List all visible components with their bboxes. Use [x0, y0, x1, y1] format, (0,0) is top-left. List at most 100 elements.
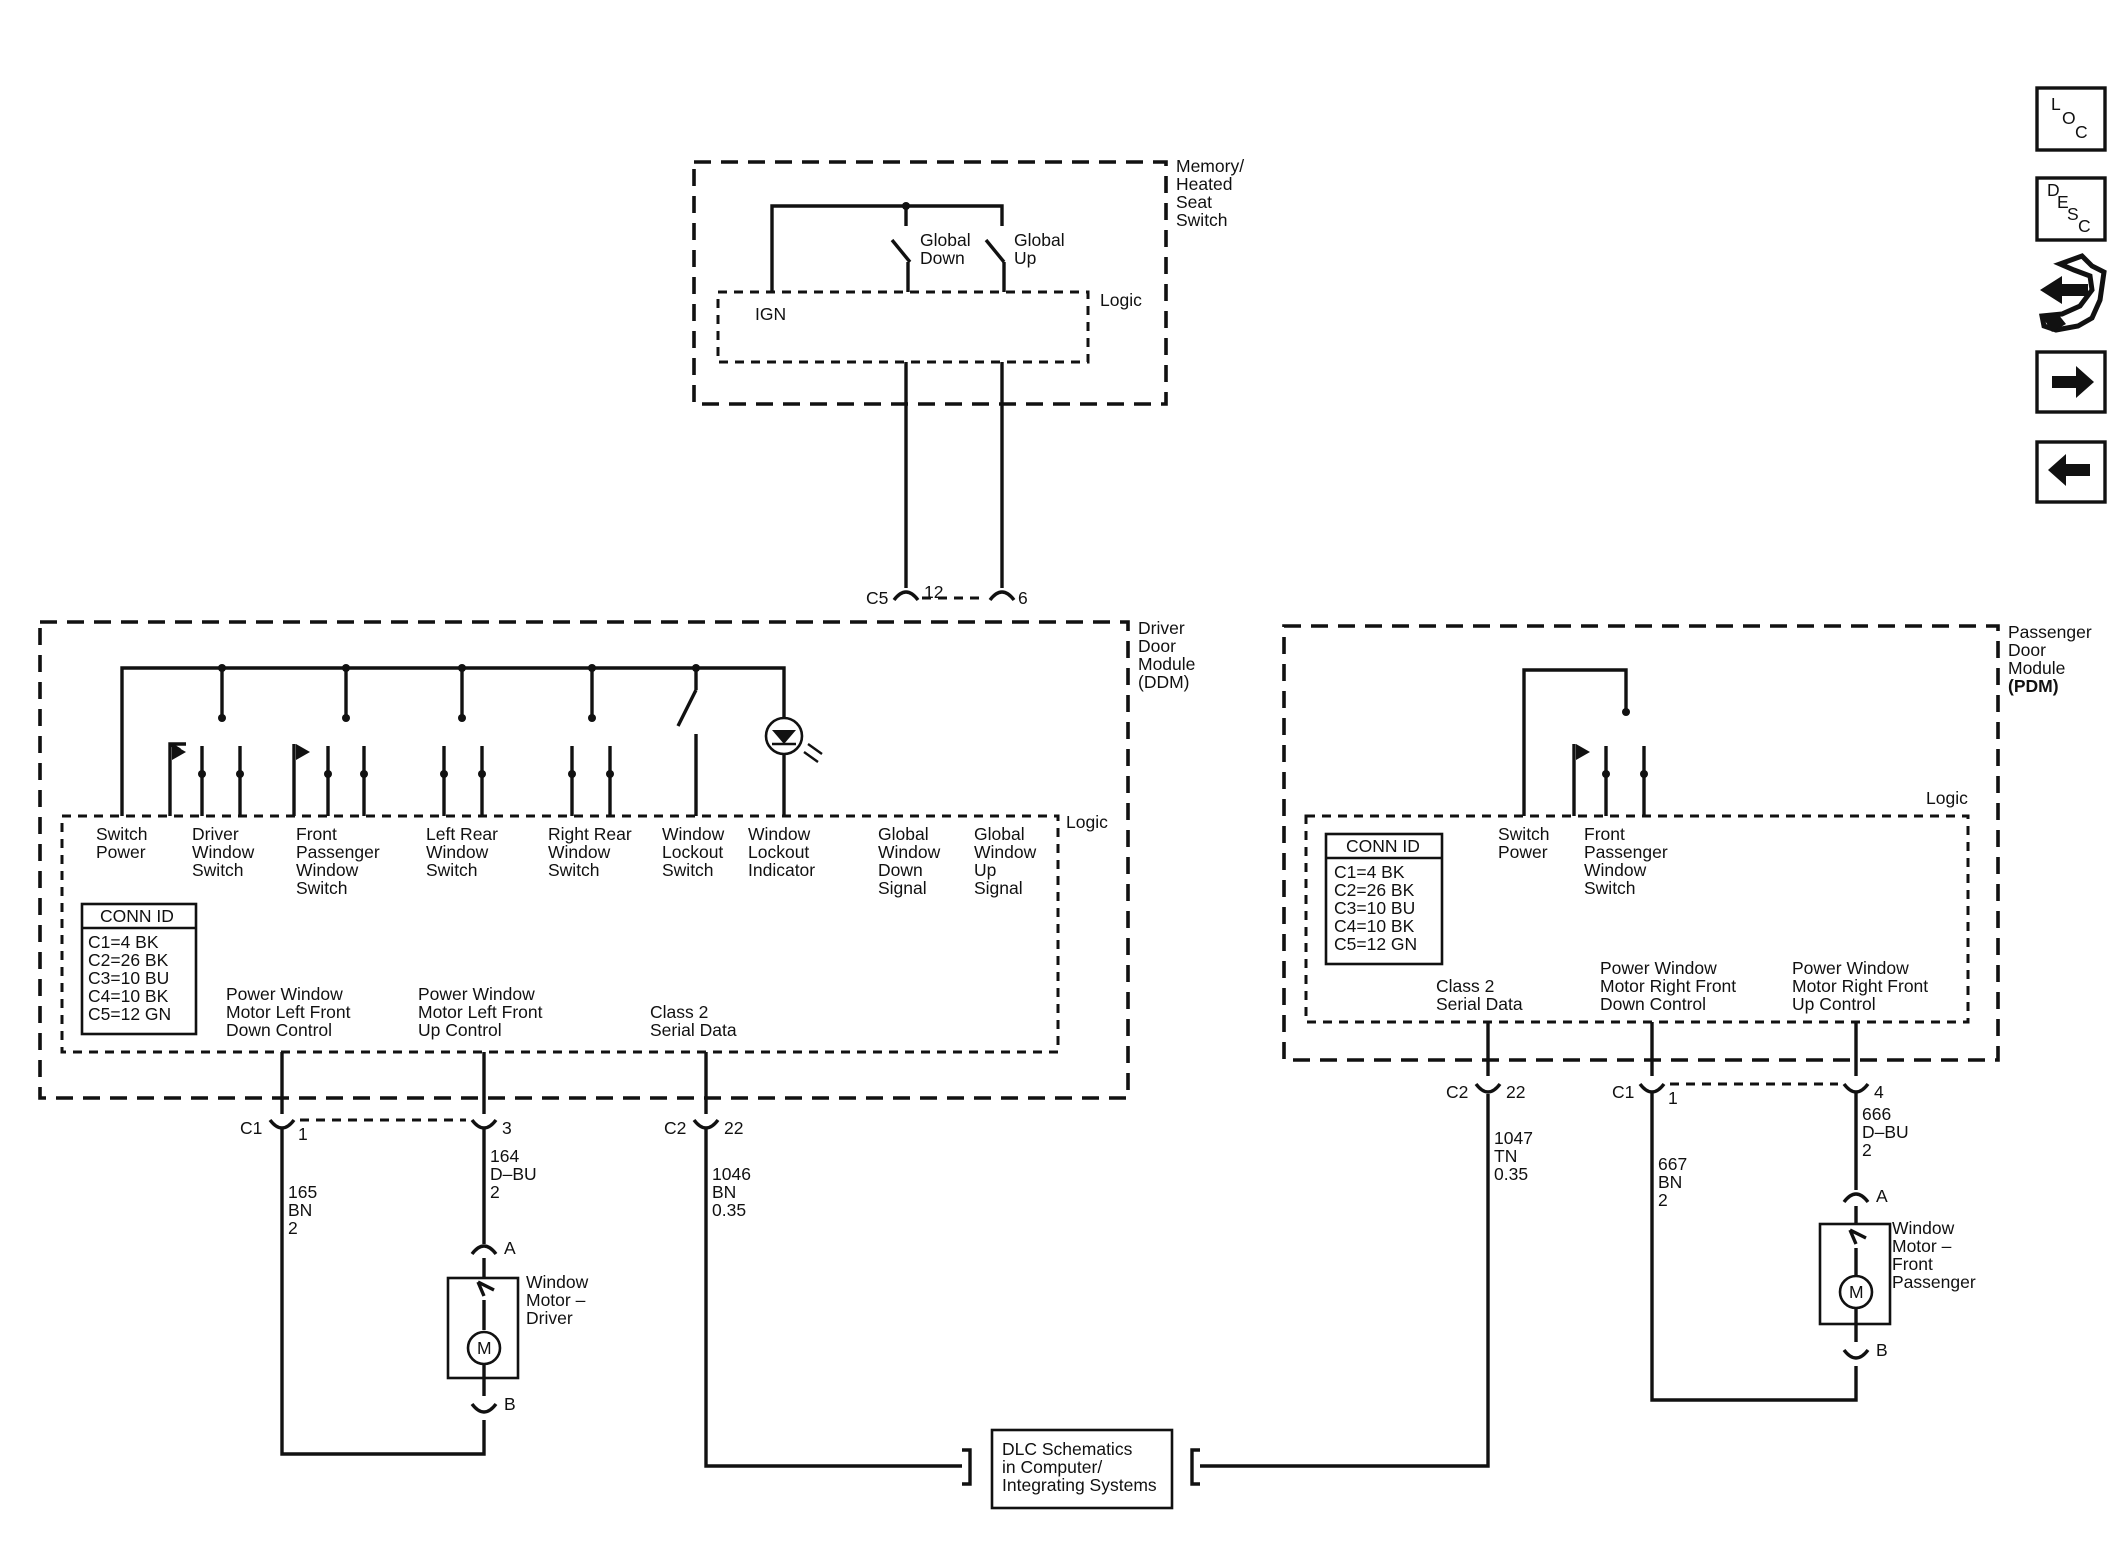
schematic-label: Front	[1584, 824, 1625, 844]
passenger-c2-label: C2	[1446, 1082, 1468, 1102]
schematic-label: C3=10 BU	[88, 968, 169, 988]
schematic-label: Power Window	[226, 984, 343, 1004]
schematic-label: Motor Right Front	[1600, 976, 1736, 996]
wire-666-gauge: 2	[1862, 1140, 1872, 1160]
schematic-label: C4=10 BK	[88, 986, 169, 1006]
schematic-label: Lockout	[748, 842, 809, 862]
schematic-label: Window	[974, 842, 1037, 862]
loc-letter-c: C	[2075, 122, 2088, 142]
window-motor-driver: A M B Window Motor – Driver	[446, 1238, 589, 1414]
pdm-output-label-rf-up: Power Window Motor Right Front Up Contro…	[1792, 958, 1928, 1014]
pdm-title-line: Module	[2008, 658, 2065, 678]
passenger-motor-title-line: Passenger	[1892, 1272, 1976, 1292]
schematic-label: Power	[1498, 842, 1548, 862]
ddm-input-label-window-lockout-indicator: Window Lockout Indicator	[748, 824, 815, 880]
ddm-boundary	[38, 620, 1130, 1100]
ddm-output-label-class2: Class 2 Serial Data	[650, 1002, 737, 1040]
pdm-boundary	[1282, 624, 2000, 1062]
schematic-label: Indicator	[748, 860, 815, 880]
wire-667-number: 667	[1658, 1154, 1687, 1174]
wire-164-gauge: 2	[490, 1182, 500, 1202]
desc-button[interactable]: D E S C	[2035, 176, 2107, 242]
pdm-input-label-front-passenger-window-switch: Front Passenger Window Switch	[1584, 824, 1668, 898]
schematic-label: Down	[878, 860, 923, 880]
loc-button[interactable]: L O C	[2035, 86, 2107, 152]
schematic-label: Motor Left Front	[418, 1002, 543, 1022]
pdm-title-line: (PDM)	[2008, 676, 2059, 696]
ddm-title-line: Door	[1138, 636, 1176, 656]
next-page-button[interactable]	[2035, 350, 2107, 414]
driver-c1-label: C1	[240, 1118, 262, 1138]
driver-motor-pin-b: B	[504, 1394, 516, 1414]
driver-c2-label: C2	[664, 1118, 686, 1138]
ddm-input-label-front-passenger-window-switch: Front Passenger Window Switch	[296, 824, 380, 898]
memory-logic-boundary	[716, 290, 1090, 364]
pdm-title-line: Passenger	[2008, 622, 2092, 642]
memory-title-line: Memory/	[1176, 156, 1244, 176]
schematic-label: CONN ID	[1346, 836, 1420, 856]
ddm-logic-label: Logic	[1066, 812, 1108, 832]
wire-1047-number: 1047	[1494, 1128, 1533, 1148]
passenger-motor-pin-a: A	[1876, 1186, 1888, 1206]
schematic-label: Power	[96, 842, 146, 862]
passenger-c1-pin1: 1	[1668, 1088, 1678, 1108]
schematic-label: C1=4 BK	[1334, 862, 1405, 882]
schematic-label: Switch	[426, 860, 478, 880]
schematic-label: Class 2	[650, 1002, 708, 1022]
schematic-label: Window	[748, 824, 811, 844]
schematic-label: C4=10 BK	[1334, 916, 1415, 936]
c5-label: C5	[866, 588, 888, 608]
wire-667-color: BN	[1658, 1172, 1682, 1192]
desc-letter-c: C	[2078, 216, 2091, 236]
pdm-output-label-rf-down: Power Window Motor Right Front Down Cont…	[1600, 958, 1736, 1014]
driver-c1-pin1: 1	[298, 1124, 308, 1144]
schematic-label: Signal	[974, 878, 1023, 898]
schematic-label: Switch	[548, 860, 600, 880]
schematic-label: Motor Left Front	[226, 1002, 351, 1022]
schematic-label: Window	[192, 842, 255, 862]
schematic-label: Up	[974, 860, 996, 880]
wire-165-gauge: 2	[288, 1218, 298, 1238]
memory-heated-seat-switch: Memory/ Heated Seat Switch Logic IGN Glo…	[692, 156, 1244, 406]
schematic-label: DLC Schematics	[1002, 1439, 1133, 1459]
driver-motor-title-line: Driver	[526, 1308, 573, 1328]
pdm-conn-id-table: CONN ID C1=4 BK C2=26 BK C3=10 BU C4=10 …	[1324, 832, 1444, 966]
passenger-c2-pin: 22	[1506, 1082, 1525, 1102]
arrow-left-icon	[2048, 454, 2090, 486]
ddm-conn-id-table: CONN ID C1=4 BK C2=26 BK C3=10 BU C4=10 …	[80, 902, 198, 1036]
schematic-label: Switch	[1498, 824, 1550, 844]
schematic-label: Up Control	[1792, 994, 1876, 1014]
global-down-label: Global	[920, 230, 971, 250]
desc-letter-s: S	[2067, 204, 2079, 224]
ddm-input-label-left-rear-window-switch: Left Rear Window Switch	[426, 824, 498, 880]
pdm-input-label-switch-power: Switch Power	[1498, 824, 1550, 862]
schematic-label: Window	[1584, 860, 1647, 880]
driver-door-module: Driver Door Module (DDM) Logic	[38, 618, 1195, 1100]
passenger-motor-title-line: Front	[1892, 1254, 1933, 1274]
wire-666-color: D–BU	[1862, 1122, 1909, 1142]
ddm-input-label-right-rear-window-switch: Right Rear Window Switch	[548, 824, 632, 880]
lockout-indicator-led	[764, 716, 823, 816]
passenger-motor-m: M	[1849, 1282, 1864, 1302]
c5-connector: C5 12 6	[866, 582, 1028, 608]
schematic-label: Motor Right Front	[1792, 976, 1928, 996]
schematic-label: Window	[548, 842, 611, 862]
wire-1047-gauge: 0.35	[1494, 1164, 1528, 1184]
loc-letter-l: L	[2051, 94, 2061, 114]
ddm-input-label-switch-power: Switch Power	[96, 824, 148, 862]
passenger-c1-label: C1	[1612, 1082, 1634, 1102]
schematic-label: C5=12 GN	[88, 1004, 171, 1024]
desc-letter-d: D	[2047, 180, 2060, 200]
memory-title-line: Seat	[1176, 192, 1212, 212]
desc-letter-e: E	[2057, 192, 2069, 212]
global-down-label: Down	[920, 248, 965, 268]
global-up-label: Global	[1014, 230, 1065, 250]
schematic-label: Power Window	[1792, 958, 1909, 978]
schematic-label: Power Window	[1600, 958, 1717, 978]
loc-letter-o: O	[2062, 108, 2076, 128]
connector-views-icon[interactable]	[2039, 253, 2107, 333]
driver-motor-title-line: Motor –	[526, 1290, 586, 1310]
prev-page-button[interactable]	[2035, 440, 2107, 504]
schematic-label: Power Window	[418, 984, 535, 1004]
wire-1046-color: BN	[712, 1182, 736, 1202]
